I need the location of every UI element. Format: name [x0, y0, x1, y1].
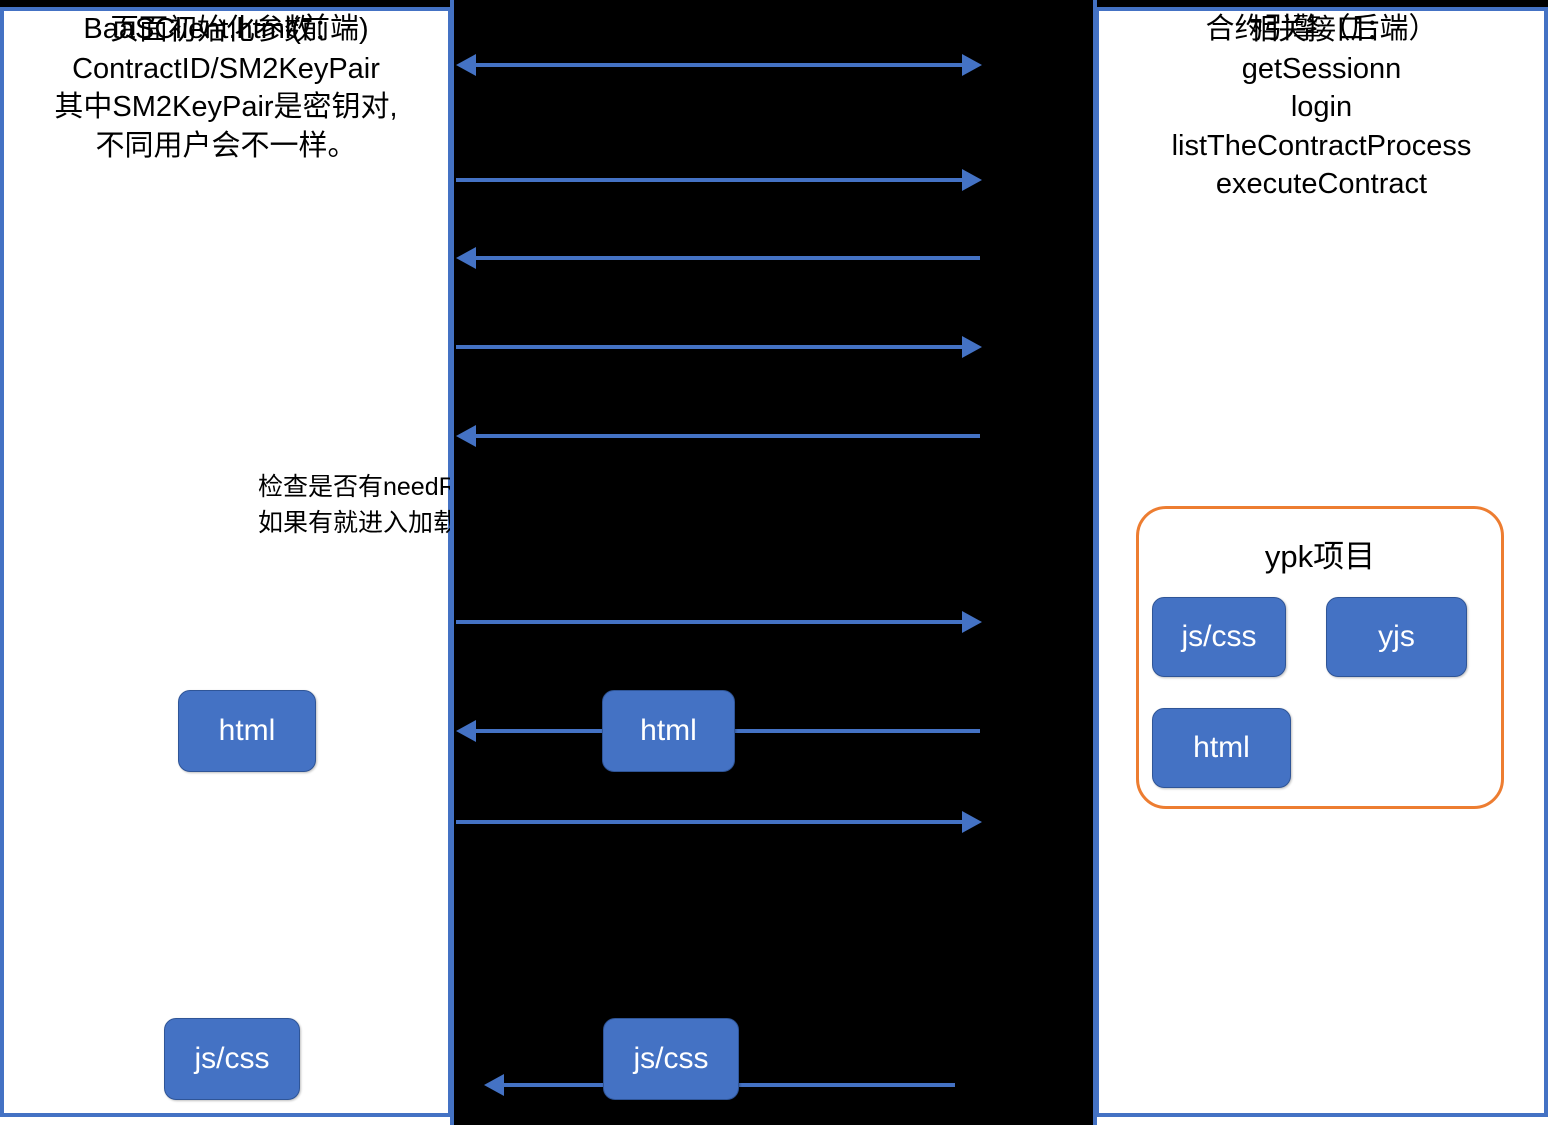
- arrow-5-head-left: [456, 425, 476, 447]
- arrow-2-head-right: [962, 169, 982, 191]
- arrow-9-head-left: [484, 1074, 504, 1096]
- node-jscss-left[interactable]: js/css: [164, 1018, 300, 1100]
- node-jscss-left-label: js/css: [194, 1042, 270, 1075]
- left-panel-note: 检查是否有needR 如果有就进入加载: [258, 473, 452, 537]
- left-panel-note-clip: 检查是否有needR 如果有就进入加载: [0, 470, 452, 550]
- node-jscss-middle[interactable]: js/css: [603, 1018, 739, 1100]
- arrow-8-line: [456, 820, 966, 824]
- middle-black-panel: [450, 0, 1097, 1125]
- ypk-project-title: ypk项目: [1264, 539, 1376, 574]
- node-html-ypk-label: html: [1193, 731, 1250, 764]
- left-panel-frontend: BaaSClient.html(前端) 页面初始化参数： ContractID/…: [0, 7, 452, 1117]
- right-panel-title: 合约引擎（后端）: [1205, 13, 1438, 45]
- arrow-1-head-right: [962, 54, 982, 76]
- arrow-3-head-left: [456, 247, 476, 269]
- left-panel-body: 页面初始化参数： ContractID/SM2KeyPair 其中SM2KeyP…: [54, 14, 398, 162]
- arrow-6-line: [456, 620, 966, 624]
- node-yjs-ypk[interactable]: yjs: [1326, 597, 1467, 677]
- arrow-1-head-left: [456, 54, 476, 76]
- arrow-4-head-right: [962, 336, 982, 358]
- left-panel-title: BaaSClient.html(前端): [83, 13, 369, 45]
- arrow-4-line: [456, 345, 966, 349]
- arrow-6-head-right: [962, 611, 982, 633]
- arrow-1-line: [475, 63, 967, 67]
- node-yjs-ypk-label: yjs: [1378, 620, 1415, 653]
- arrow-5-line: [475, 434, 980, 438]
- node-html-left[interactable]: html: [178, 690, 316, 772]
- node-html-middle[interactable]: html: [602, 690, 735, 772]
- arrow-7-head-left: [456, 720, 476, 742]
- node-html-left-label: html: [218, 714, 276, 747]
- node-jscss-middle-label: js/css: [633, 1042, 709, 1075]
- node-html-middle-label: html: [640, 714, 697, 747]
- arrow-2-line: [456, 178, 966, 182]
- node-html-ypk[interactable]: html: [1152, 708, 1291, 788]
- node-jscss-ypk-label: js/css: [1181, 620, 1257, 653]
- right-panel-body: 相关接口： getSessionn login listTheContractP…: [1171, 14, 1472, 201]
- node-jscss-ypk[interactable]: js/css: [1152, 597, 1286, 677]
- arrow-3-line: [475, 256, 980, 260]
- arrow-8-head-right: [962, 811, 982, 833]
